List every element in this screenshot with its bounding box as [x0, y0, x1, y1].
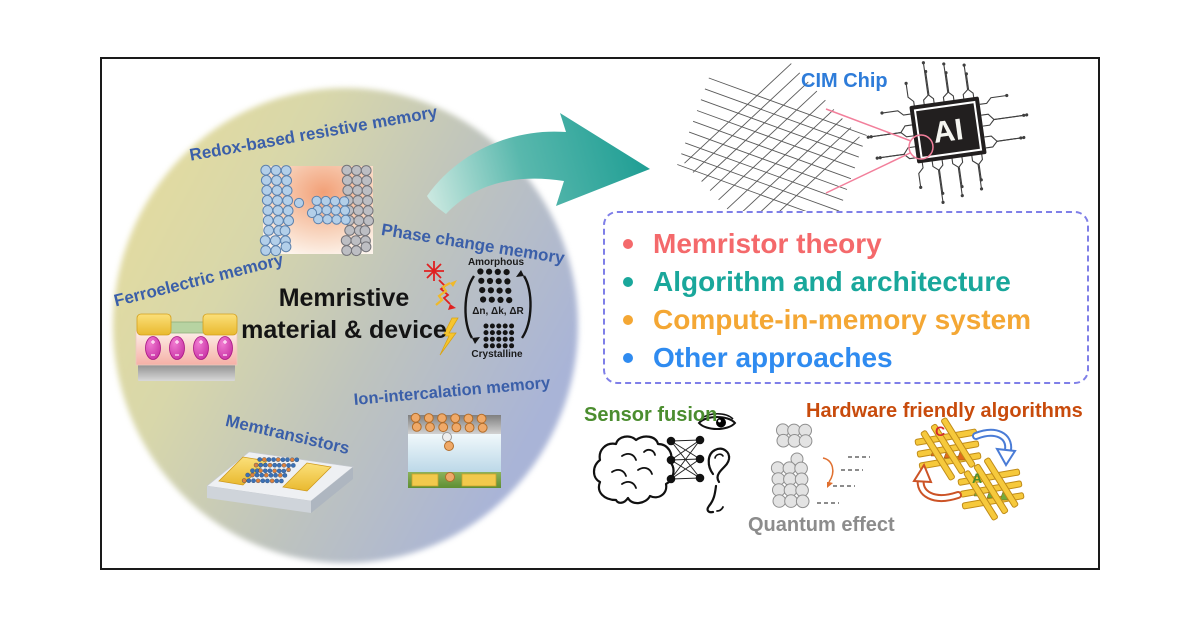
topic-item-algorithm-architecture: Algorithm and architecture — [623, 263, 1087, 301]
hardware-friendly-label: Hardware friendly algorithms — [806, 400, 1083, 422]
bullet-dot — [623, 277, 633, 287]
bullet-dot — [623, 315, 633, 325]
topic-item-compute-in-memory: Compute-in-memory system — [623, 301, 1087, 339]
amorphous-label: Amorphous — [467, 257, 525, 268]
topic-list: Memristor theory Algorithm and architect… — [605, 213, 1087, 377]
bullet-dot — [623, 353, 633, 363]
topic-label: Other approaches — [653, 342, 893, 373]
center-title-line2: material & device — [241, 316, 447, 344]
topic-item-other-approaches: Other approaches — [623, 339, 1087, 377]
topic-label: Memristor theory — [653, 228, 882, 259]
topic-label: Algorithm and architecture — [653, 266, 1011, 297]
bullet-dot — [623, 239, 633, 249]
delta-label: Δn, Δk, ΔR — [472, 306, 524, 317]
quantum-effect-label: Quantum effect — [748, 514, 895, 536]
topic-label: Compute-in-memory system — [653, 304, 1032, 335]
center-title-line1: Memristive — [278, 284, 410, 312]
center-title: Memristive material & device — [238, 282, 450, 346]
cim-chip-label: CIM Chip — [801, 70, 888, 92]
research-topics-box: Memristor theory Algorithm and architect… — [603, 211, 1089, 384]
crystalline-label: Crystalline — [471, 349, 523, 360]
topic-item-memristor-theory: Memristor theory — [623, 225, 1087, 263]
sensor-fusion-label: Sensor fusion — [584, 404, 718, 426]
